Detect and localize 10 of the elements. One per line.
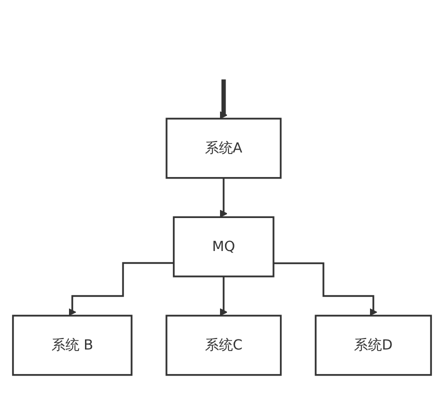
arrow [274, 262, 378, 316]
process-box: 系统D [314, 314, 432, 376]
arrow [68, 262, 174, 316]
arrow [220, 77, 228, 119]
process-box: MQ [172, 216, 274, 278]
arrow [220, 177, 228, 218]
process-box: 系统C [166, 314, 282, 376]
process-box: 系统 B [12, 314, 132, 376]
process-box: 系统A [166, 118, 282, 179]
arrow [220, 276, 228, 316]
